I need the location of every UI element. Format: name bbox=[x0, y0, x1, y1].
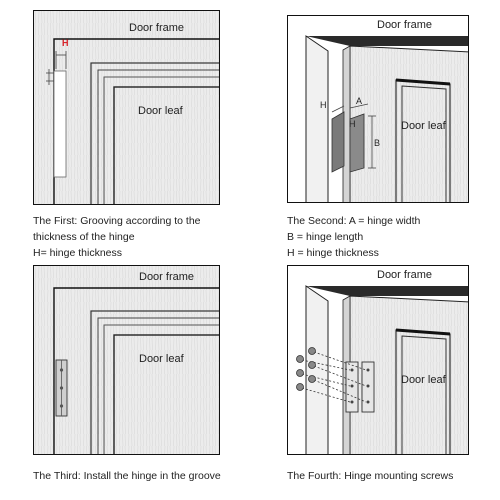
step-2-panel: Door frame Door leaf H A B H bbox=[287, 15, 469, 203]
caption-line: The Fourth: Hinge mounting screws bbox=[287, 470, 454, 482]
door-frame-label: Door frame bbox=[377, 19, 433, 31]
door-frame-label: Door frame bbox=[377, 269, 433, 281]
dim-a-label: A bbox=[356, 96, 363, 106]
hinge-thickness-label: H bbox=[62, 38, 69, 48]
step-1-panel: Door frame Door leaf H bbox=[33, 10, 220, 205]
door-leaf-label: Door leaf bbox=[401, 120, 446, 132]
door-frame-label: Door frame bbox=[129, 22, 185, 34]
door-leaf-label: Door leaf bbox=[138, 105, 183, 117]
step-2-caption: The Second: A = hinge width B = hinge le… bbox=[287, 213, 487, 261]
step-4-caption: The Fourth: Hinge mounting screws bbox=[287, 468, 487, 484]
door-leaf-label: Door leaf bbox=[139, 353, 184, 365]
door-frame-illustration bbox=[34, 11, 219, 204]
dim-h2-label: H bbox=[349, 119, 356, 129]
caption-line: H = hinge thickness bbox=[287, 247, 379, 259]
door-leaf-label: Door leaf bbox=[401, 374, 446, 386]
caption-line: The Second: A = hinge width bbox=[287, 215, 421, 227]
caption-line: The Third: Install the hinge in the groo… bbox=[33, 470, 221, 482]
hinge-leaf-right bbox=[349, 113, 365, 173]
caption-line: The First: Grooving according to the bbox=[33, 215, 201, 227]
hinge-leaf-left bbox=[331, 111, 345, 173]
caption-line: H= hinge thickness bbox=[33, 247, 123, 259]
dim-h-label: H bbox=[320, 100, 327, 110]
caption-line: B = hinge length bbox=[287, 231, 364, 243]
door-frame-label: Door frame bbox=[139, 271, 195, 283]
step-4-panel: Door frame Door leaf bbox=[287, 265, 469, 455]
caption-line: thickness of the hinge bbox=[33, 231, 135, 243]
step-1-caption: The First: Grooving according to the thi… bbox=[33, 213, 233, 261]
screws bbox=[296, 347, 367, 403]
hinge-groove bbox=[53, 70, 67, 178]
dim-b-label: B bbox=[374, 138, 381, 148]
step-3-caption: The Third: Install the hinge in the groo… bbox=[33, 468, 253, 484]
open-door-illustration bbox=[288, 16, 468, 202]
step-3-panel: Door frame Door leaf bbox=[33, 265, 220, 455]
screws-illustration bbox=[288, 266, 468, 454]
installed-hinge-illustration bbox=[34, 266, 219, 454]
